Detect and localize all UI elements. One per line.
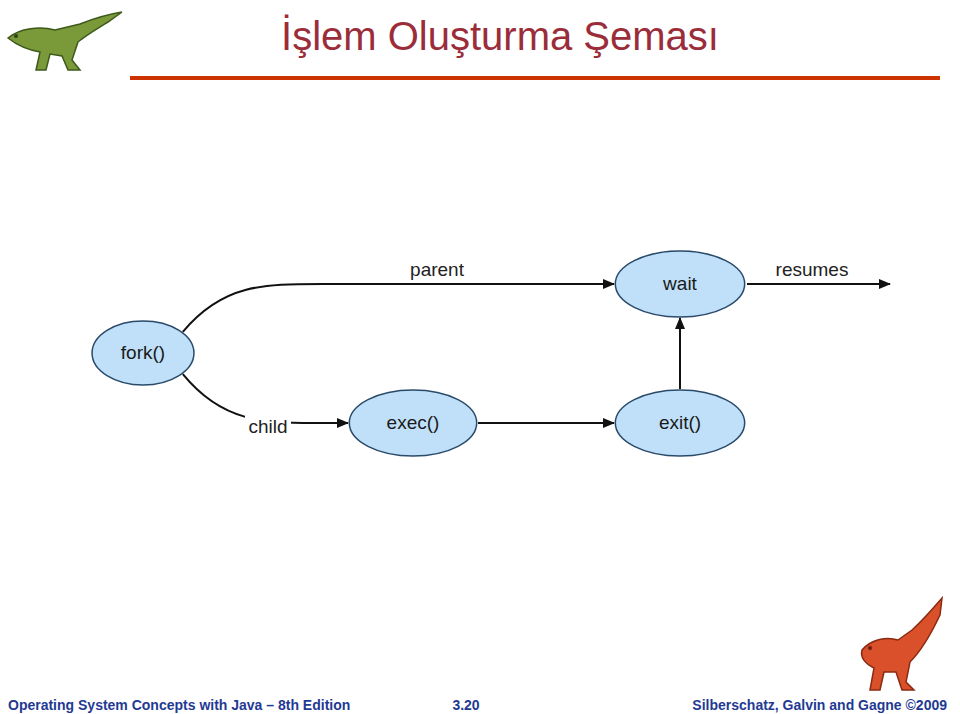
resumes-arrow: [747, 283, 890, 285]
process-ellipse: fork(): [91, 320, 195, 386]
process-ellipse: exec(): [348, 389, 478, 457]
edge-label: parent: [407, 259, 467, 281]
slide-title: İşlem Oluşturma Şeması: [0, 14, 960, 59]
red-dinosaur: [862, 598, 942, 690]
node-text: exit(): [659, 412, 701, 434]
node-text: fork(): [121, 342, 165, 364]
page-number: 3.20: [452, 697, 479, 713]
flow-arrow: [478, 422, 614, 424]
footer-book: Operating System Concepts with Java – 8t…: [8, 697, 350, 713]
flow-arrow: [679, 318, 681, 389]
node-text: wait: [663, 273, 697, 295]
footer-authors: Silberschatz, Galvin and Gagne ©2009: [692, 697, 947, 713]
node-text: exec(): [387, 412, 440, 434]
process-ellipse: wait: [614, 250, 746, 318]
flow-arrow: [183, 284, 614, 332]
process-ellipse: exit(): [614, 389, 746, 457]
green-dinosaur: [8, 12, 122, 70]
flow-label: resumes: [773, 259, 852, 281]
title-rule: [130, 76, 940, 80]
edge-label: child: [245, 416, 290, 438]
